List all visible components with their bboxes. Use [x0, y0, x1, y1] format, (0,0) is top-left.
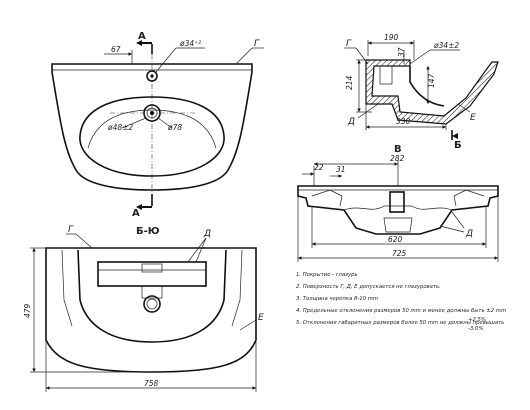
- note-2: 2. Поверхность Г, Д, Е допускается не гл…: [296, 284, 441, 290]
- section-hole-label: ø34±2: [433, 41, 459, 50]
- bottom-drain-neck: [141, 286, 163, 299]
- front-left-detail: [311, 189, 343, 207]
- bottom-view: Б-Ю Г Д Е 479 758: [23, 225, 264, 392]
- bottom-view-title: Б-Ю: [136, 226, 160, 237]
- section-a-top-arrow: [136, 40, 142, 46]
- section-bowl-curve: [409, 66, 445, 107]
- front-drain-block: [389, 191, 405, 213]
- dim-22-label: 22: [314, 163, 324, 172]
- section-back-wall: [365, 59, 499, 125]
- hole-leader: [155, 47, 177, 73]
- dim-479-label: 479: [23, 303, 32, 318]
- drain-dim-label: ø48±2: [107, 123, 133, 132]
- drain-outer: [143, 104, 161, 122]
- note-3: 3. Толщина черепка 8-10 mm: [296, 296, 378, 302]
- dim-190-label: 190: [384, 33, 399, 42]
- section-e-leader: [457, 103, 471, 113]
- top-view: 67 ø34⁺² Г ø48±2 ø78 А А: [51, 31, 264, 219]
- section-label-g: Г: [346, 39, 352, 49]
- bottom-drain-slot: [141, 263, 163, 273]
- section-a-top-label: А: [138, 31, 146, 42]
- tap-hole-centre: [150, 74, 154, 78]
- section-a-bottom-arrow: [136, 204, 142, 210]
- dim-282-label: 282: [390, 154, 405, 163]
- label-g-leader: [235, 47, 253, 65]
- dim-725-label: 725: [392, 249, 407, 258]
- drain-leader-left: [121, 117, 147, 129]
- section-view: 190 37 ø34±2 Г 214 147 330 Д: [344, 33, 499, 151]
- front-drain-foot: [383, 217, 413, 233]
- front-label-d: Д: [465, 229, 473, 239]
- section-d-leader: [357, 103, 379, 119]
- basin-outline: [51, 63, 253, 191]
- bottom-drain-inner: [146, 298, 158, 310]
- front-outline: [297, 185, 499, 235]
- dim-67-label: 67: [111, 45, 121, 54]
- bottom-bowl: [77, 249, 227, 343]
- section-label-e: Е: [470, 113, 476, 123]
- front-d-leader-2: [439, 225, 465, 233]
- bottom-drain-block: [97, 261, 207, 287]
- drain-centre: [150, 111, 154, 115]
- bottom-drain-outer: [143, 295, 161, 313]
- bowl-outline: [79, 96, 225, 177]
- section-a-bottom-label: А: [132, 208, 140, 219]
- bottom-d-leader-1: [187, 237, 207, 263]
- tolerance-minus: -3,0%: [468, 326, 483, 332]
- dim-758-label: 758: [144, 379, 159, 388]
- hole-dim-label: ø34⁺²: [179, 39, 201, 48]
- front-right-detail: [453, 189, 485, 207]
- section-b-label: Б: [454, 140, 462, 151]
- section-label-d: Д: [347, 117, 355, 127]
- bottom-e-leader: [239, 319, 257, 331]
- bottom-left-rib: [61, 249, 73, 327]
- drain-inner: [146, 107, 158, 119]
- section-hole-leader: [409, 49, 431, 65]
- dim-147-label: 147: [427, 73, 436, 88]
- note-1: 1. Покрытие - глазурь: [296, 272, 358, 278]
- dim-330-label: 330: [396, 117, 411, 126]
- tap-hole: [146, 70, 158, 82]
- note-4: 4. Предельные отклонения размеров 50 mm …: [296, 308, 506, 314]
- dim-214-label: 214: [345, 75, 354, 90]
- bottom-right-rib: [231, 249, 243, 327]
- bottom-d-leader-2: [195, 237, 207, 263]
- dim-31-label: 31: [336, 165, 346, 174]
- bowl-inner-curve: [87, 109, 217, 149]
- notes: 1. Покрытие - глазурь 2. Поверхность Г, …: [296, 272, 506, 332]
- tolerance-plus: +2,5%: [468, 317, 486, 323]
- dim-620-label: 620: [388, 235, 403, 244]
- front-view: В 282 22 31 620 725 Д: [297, 144, 499, 262]
- bottom-label-d: Д: [203, 229, 211, 239]
- bottom-label-g: Г: [68, 225, 74, 235]
- front-view-title: В: [394, 144, 402, 155]
- label-g: Г: [254, 39, 260, 49]
- note-5: 5. Отклонения габаритных размеров более …: [296, 320, 504, 326]
- section-overflow: [379, 65, 393, 85]
- bottom-g-leader: [75, 233, 93, 249]
- drain-leader-right: [157, 117, 173, 129]
- dim-78-label: ø78: [167, 123, 182, 132]
- front-bowl-line: [343, 205, 453, 211]
- section-b-arrow: [452, 133, 458, 139]
- front-d-leader-1: [451, 211, 465, 229]
- bottom-outline: [45, 247, 257, 373]
- dim-37-label: 37: [397, 47, 406, 57]
- bottom-label-e: Е: [258, 313, 264, 323]
